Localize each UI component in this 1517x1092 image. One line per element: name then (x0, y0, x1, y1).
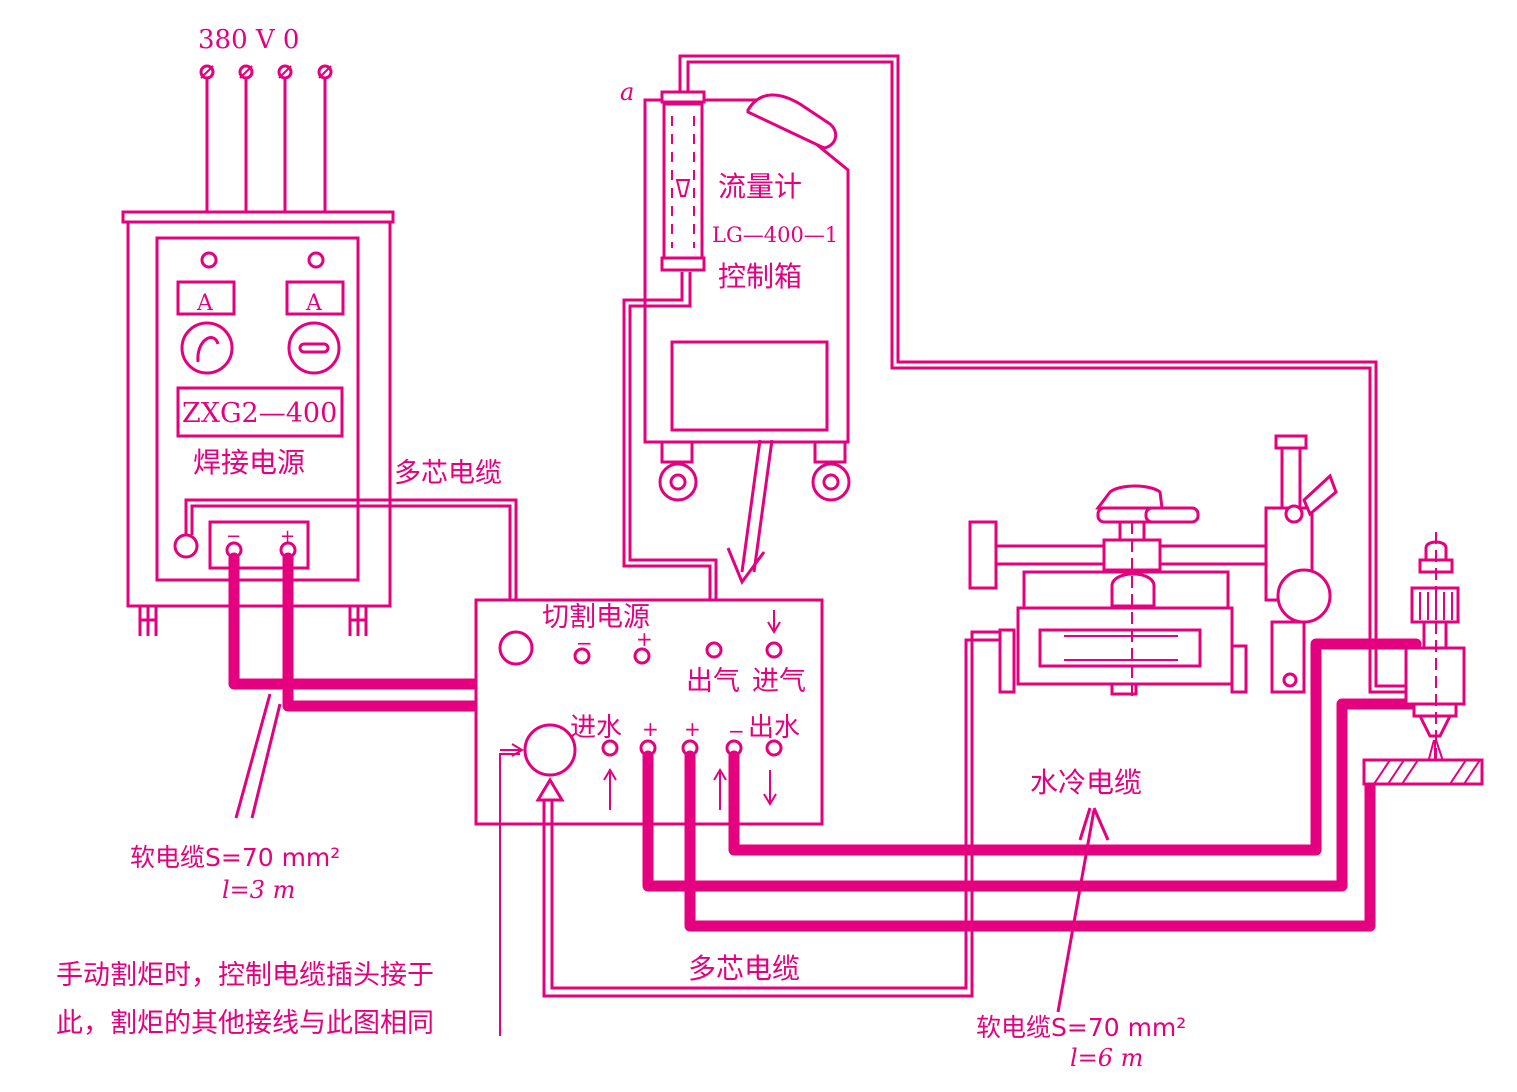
soft-cable-3m-label-2: l=3 m (222, 876, 295, 904)
torch-holder-lever (1302, 473, 1338, 517)
carriage-pivot (1110, 572, 1156, 608)
cutting-minus-terminal (573, 647, 591, 665)
multicore-bottom-label: 多芯电缆 (688, 952, 800, 985)
water-out-arrow-icon (763, 770, 777, 806)
control-box-handle (746, 93, 838, 150)
plasma-torch (1404, 532, 1466, 780)
transfer-arrow-head (726, 547, 766, 586)
soft-cable-6m (684, 750, 1376, 932)
multicore-cable-bottom (542, 630, 1000, 998)
ammeter-right-icon: A (285, 280, 345, 316)
soft-cable-3m-pointer (234, 693, 282, 819)
gas-hose-inner (628, 272, 718, 642)
torch-holder-post (1280, 446, 1302, 510)
gas-hose-outer (622, 272, 712, 642)
water-in-label: 进水 (570, 713, 622, 743)
supply-wires (205, 78, 327, 214)
water-plus-label-2: + (684, 717, 701, 741)
ammeter-left-icon: A (176, 280, 236, 316)
water-out-port (765, 739, 783, 757)
torch-holder-wheel (1276, 568, 1332, 624)
carriage-end-cap (968, 520, 998, 590)
gas-in-port (765, 641, 783, 659)
flowmeter-model-label: LG—400—1 (712, 223, 838, 247)
gas-in-label: 进气 (752, 666, 806, 697)
carriage-knob-cap (1095, 484, 1164, 510)
transfer-arrow-shaft (740, 439, 774, 573)
current-knob-icon (180, 321, 234, 375)
svg-text:A: A (196, 291, 214, 316)
water-plus-label-1: + (642, 717, 659, 741)
soft-cable-6m-pointer (1056, 809, 1096, 1013)
gas-out-port (705, 641, 723, 659)
multicore-cable-top (184, 498, 518, 622)
water-in-arrow-icon (603, 768, 617, 810)
svg-text:A: A (305, 291, 323, 316)
flowmeter-cap-top (660, 90, 706, 104)
soft-cable-6m-label-2: l=6 m (1070, 1044, 1143, 1072)
indicator-lamp-left (200, 251, 218, 269)
cutting-plus-label: + (636, 627, 653, 651)
water-cooled-cable-1 (728, 638, 1422, 856)
control-box-window (670, 340, 829, 432)
water-up-arrow-icon (713, 768, 727, 810)
supply-terminals: 380 V 0 (198, 25, 333, 214)
terminal-3 (277, 64, 293, 80)
caster-right (811, 442, 851, 502)
workpiece (1362, 758, 1484, 786)
water-minus-label: − (728, 719, 745, 743)
water-cooled-pointer (1078, 807, 1110, 841)
torch-holder-cap (1274, 434, 1308, 450)
soft-cable-3m-label-1: 软电缆S=70 mm² (130, 843, 340, 872)
welding-power-source: A A ZXG2—400 焊接电源 − + (121, 210, 395, 636)
cutting-source-label: 切割电源 (542, 602, 650, 633)
terminal-4 (317, 64, 333, 80)
indicator-lamp-right (307, 251, 325, 269)
multicore-top-label: 多芯电缆 (394, 458, 502, 489)
gas-out-label: 出气 (686, 666, 740, 697)
terminal-1 (199, 64, 215, 80)
switch-knob-icon (287, 321, 341, 375)
soft-cable-6m-label-1: 软电缆S=70 mm² (976, 1013, 1186, 1042)
model-plate (176, 386, 344, 438)
control-socket-source (173, 533, 199, 559)
source-model-label: ZXG2—400 (182, 398, 337, 429)
source-minus-label: − (226, 526, 241, 547)
water-cooled-cable-2 (642, 698, 1426, 892)
source-feet (138, 606, 368, 636)
point-a-label: a (620, 78, 634, 106)
welding-source-label: 焊接电源 (193, 446, 305, 479)
cutting-control-socket (498, 630, 534, 666)
water-out-label: 出水 (748, 713, 800, 743)
cutting-plus-terminal (633, 647, 651, 665)
caster-left (658, 442, 698, 502)
flowmeter-float-icon (675, 179, 691, 197)
torch-holder-arm (1270, 620, 1306, 694)
note-line-2: 此，割炬的其他接线与此图相同 (56, 1008, 434, 1039)
flowmeter-label: 流量计 (718, 170, 802, 203)
supply-label: 380 V 0 (198, 25, 299, 55)
water-in-port (601, 739, 619, 757)
carriage-knob-2 (1144, 506, 1200, 524)
torch-nozzle (1417, 714, 1453, 738)
note-leader-line (499, 753, 520, 1036)
control-box-label: 控制箱 (718, 260, 802, 293)
gas-in-arrow-icon (767, 610, 781, 634)
carriage-right-wheel (1230, 644, 1248, 694)
water-cooled-cable-label: 水冷电缆 (1030, 766, 1142, 799)
cutting-carriage (968, 434, 1338, 700)
source-plus-label: + (280, 526, 295, 547)
flowmeter-cap-bottom (660, 256, 706, 272)
terminal-2 (238, 64, 254, 80)
control-box: a 流量计 LG—400—1 控制箱 (620, 78, 851, 586)
carriage-left-wheel (998, 628, 1016, 694)
gas-pipe-to-torch (678, 54, 1412, 688)
note-line-1: 手动割炬时，控制电缆插头接于 (56, 960, 434, 991)
